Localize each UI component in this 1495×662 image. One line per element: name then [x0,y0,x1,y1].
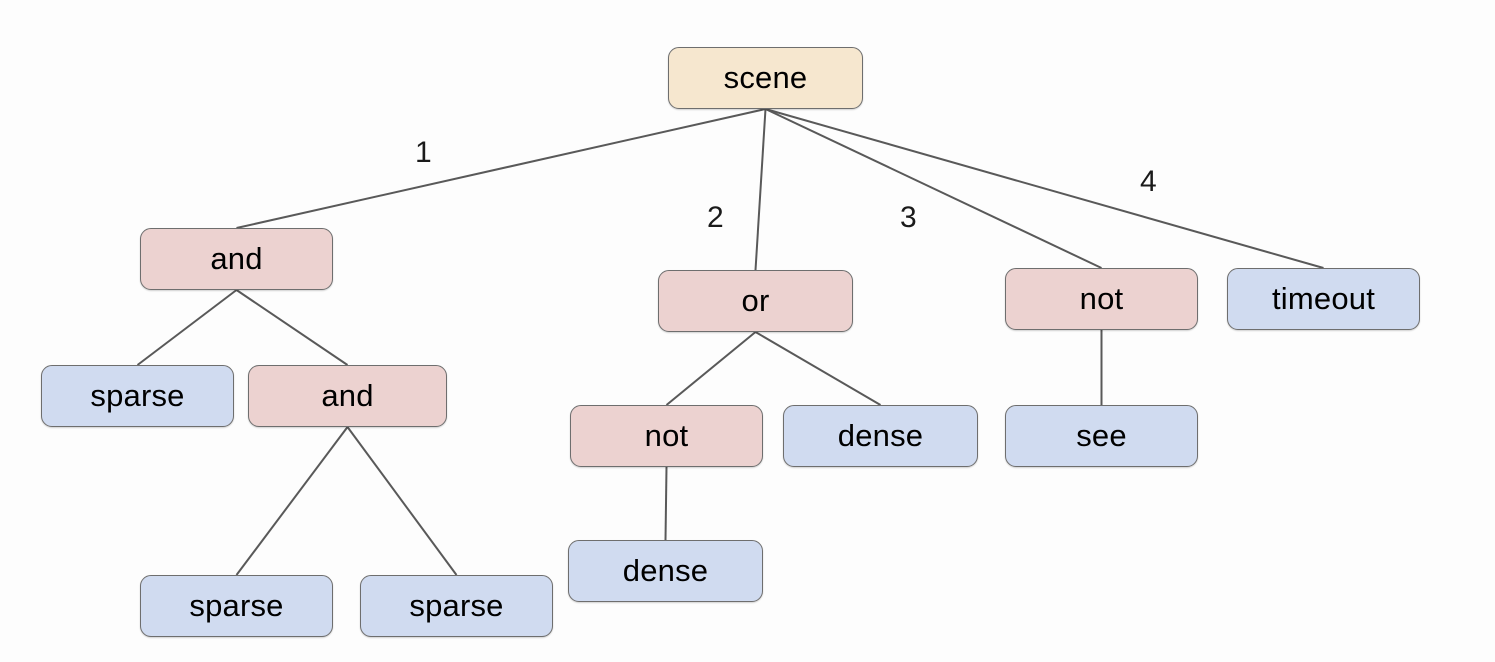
tree-node-sparse2[interactable]: sparse [140,575,333,637]
tree-node-not2[interactable]: not [1005,268,1198,330]
tree-edge-or1-to-dense1 [754,331,882,406]
tree-edge-and1-to-and2 [235,289,349,366]
tree-node-sparse1[interactable]: sparse [41,365,234,427]
tree-node-not1[interactable]: not [570,405,763,467]
edge-label-1: 1 [415,136,432,169]
edge-label-2: 2 [707,201,724,234]
tree-edge-scene-to-and1 [236,108,766,229]
tree-edge-and2-to-sparse2 [235,426,349,576]
tree-edge-and1-to-sparse1 [136,289,238,366]
tree-node-and1[interactable]: and [140,228,333,290]
tree-node-sparse3[interactable]: sparse [360,575,553,637]
tree-edge-not1-to-dense2 [664,466,668,541]
tree-node-timeout1[interactable]: timeout [1227,268,1420,330]
tree-node-or1[interactable]: or [658,270,853,332]
tree-edge-scene-to-or1 [754,108,767,271]
tree-node-scene[interactable]: scene [668,47,863,109]
edge-label-3: 3 [900,201,917,234]
tree-edge-scene-to-not2 [765,108,1102,269]
tree-edge-scene-to-timeout1 [765,108,1324,269]
tree-edge-or1-to-not1 [665,331,757,406]
edge-label-4: 4 [1140,165,1157,198]
tree-node-dense2[interactable]: dense [568,540,763,602]
tree-node-dense1[interactable]: dense [783,405,978,467]
tree-edge-and2-to-sparse3 [346,426,458,576]
tree-node-and2[interactable]: and [248,365,447,427]
tree-node-see1[interactable]: see [1005,405,1198,467]
